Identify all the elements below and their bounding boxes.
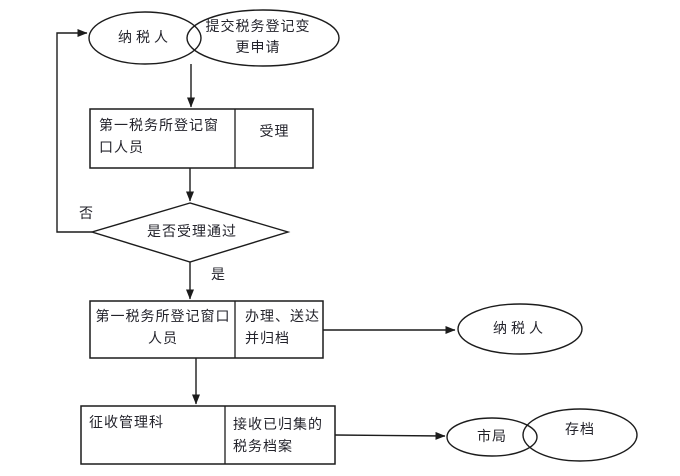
edge-no-feedback	[56, 29, 92, 233]
city-bureau-ellipse	[446, 417, 538, 457]
taxpayer-top-label: 纳税人	[118, 29, 172, 46]
edge-collection-to-bureau	[334, 431, 446, 440]
archive-label: 存档	[565, 421, 595, 438]
decision-label: 是否受理通过	[147, 224, 237, 240]
archive-ellipse	[522, 408, 638, 462]
accept-step-rect	[89, 108, 314, 169]
collection-step-role-label: 征收管理科	[89, 415, 164, 431]
accept-step-action-label: 受理	[259, 124, 290, 140]
submit-application-label: 提交税务登记变更申请	[205, 19, 311, 56]
taxpayer-top-ellipse	[88, 11, 202, 65]
collection-step-action-label: 接收已归集的税务档案	[233, 417, 323, 455]
handle-step-action-label: 办理、送达并归档	[245, 309, 320, 347]
taxpayer-right-label: 纳税人	[493, 320, 547, 337]
submit-application-ellipse	[186, 9, 340, 67]
edge-no-label: 否	[79, 206, 94, 222]
accept-step-role-label: 第一税务所登记窗口人员	[99, 118, 219, 156]
handle-step-role-label: 第一税务所登记窗口人员	[95, 309, 231, 347]
edge-yes-label: 是	[211, 267, 226, 283]
city-bureau-label: 市局	[477, 428, 507, 445]
taxpayer-right-ellipse	[457, 303, 583, 355]
